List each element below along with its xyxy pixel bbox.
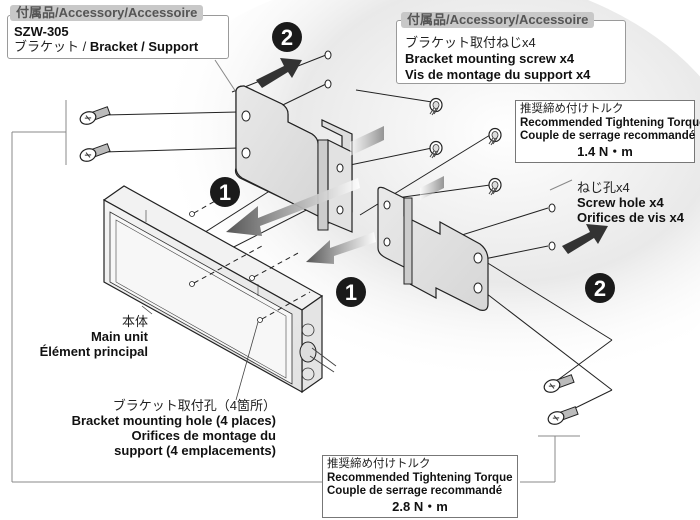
mounting-hole-fr-1: Orifices de montage du [131,428,276,443]
step1-badge-upper: 1 [210,177,240,207]
screw-hole-marker [548,241,556,251]
screws-fr: Vis de montage du support x4 [405,67,591,82]
arrow-step2-left [256,58,302,88]
bracket-name-sep: / [137,39,149,54]
leader-mounting-hole [235,321,259,401]
torque-fr: Couple de serrage recommandé [327,485,503,497]
step1-badge-lower: 1 [336,277,366,307]
step1-number: 1 [345,280,357,305]
screw-hole-marker [548,203,556,213]
label-main-unit: 本体 Main unit Élément principal [20,314,148,359]
arrow-step2-right [562,224,608,254]
torque-callout-small: 推奨締め付けトルク Recommended Tightening Torque … [515,100,700,163]
screw-left-bottom [77,143,111,164]
callout-bracket-lines [11,59,580,483]
screws-en: Bracket mounting screw x4 [405,51,575,66]
torque-value: 2.8 N・m [392,498,448,514]
accessory-tag: 付属品/Accessory/Accessoire [401,12,595,28]
bracket-name: ブラケット / Bracket / Support [14,39,198,54]
torque-jp: 推奨締め付けトルク [520,103,624,115]
mounting-hole-jp: ブラケット取付孔（4箇所） [112,398,276,413]
torque-fr: Couple de serrage recommandé [520,130,696,142]
screw-hole-fr: Orifices de vis x4 [577,210,684,225]
mounting-hole-fr-2: support (4 emplacements) [114,443,276,458]
step2-number: 2 [594,276,606,301]
label-mounting-hole: ブラケット取付孔（4箇所） Bracket mounting hole (4 p… [70,398,276,458]
screw-right-top [541,374,575,395]
callout-accessory-bracket: SZW-305 ブラケット / Bracket / Support [7,15,229,59]
main-unit-fr: Élément principal [39,344,148,359]
screw-left-top [77,106,111,127]
bracket-name-jp: ブラケット / [14,39,90,54]
leader-main-unit [141,305,153,315]
bracket-model: SZW-305 [14,24,69,39]
screws-jp: ブラケット取付ねじx4 [405,35,536,50]
screw-hole-jp: ねじ孔x4 [577,180,630,195]
callout-accessory-screws: ブラケット取付ねじx4 Bracket mounting screw x4 Vi… [396,20,626,84]
arrow-step1-upper [226,178,360,236]
main-unit-jp: 本体 [121,314,148,329]
screw-hole-marker [324,50,332,60]
torque-value: 1.4 N・m [577,143,633,159]
bracket-right [377,186,489,311]
main-unit-en: Main unit [90,329,148,344]
label-screw-hole: ねじ孔x4 Screw hole x4 Orifices de vis x4 [577,180,684,225]
main-unit [102,185,337,394]
arrow-fade-strips [350,126,444,200]
torque-en: Recommended Tightening Torque [327,471,513,484]
bracket-name-en: Bracket [89,39,138,54]
screw-hole-en: Screw hole x4 [577,195,664,210]
accessory-tag: 付属品/Accessory/Accessoire [10,5,204,21]
torque-jp: 推奨締め付けトルク [327,458,431,470]
step2-badge-upper: 2 [272,22,302,52]
torque-callout-large: 推奨締め付けトルク Recommended Tightening Torque … [322,455,518,518]
arrow-step1-lower [306,232,376,264]
step2-number: 2 [281,25,293,50]
screw-right-bottom [545,406,579,427]
bracket-name-fr: Support [148,39,199,54]
mounting-hole-en: Bracket mounting hole (4 places) [71,413,276,428]
step1-number: 1 [219,180,231,205]
step2-badge-lower: 2 [585,273,615,303]
torque-en: Recommended Tightening Torque [520,116,700,129]
screw-hole-marker [324,79,332,89]
